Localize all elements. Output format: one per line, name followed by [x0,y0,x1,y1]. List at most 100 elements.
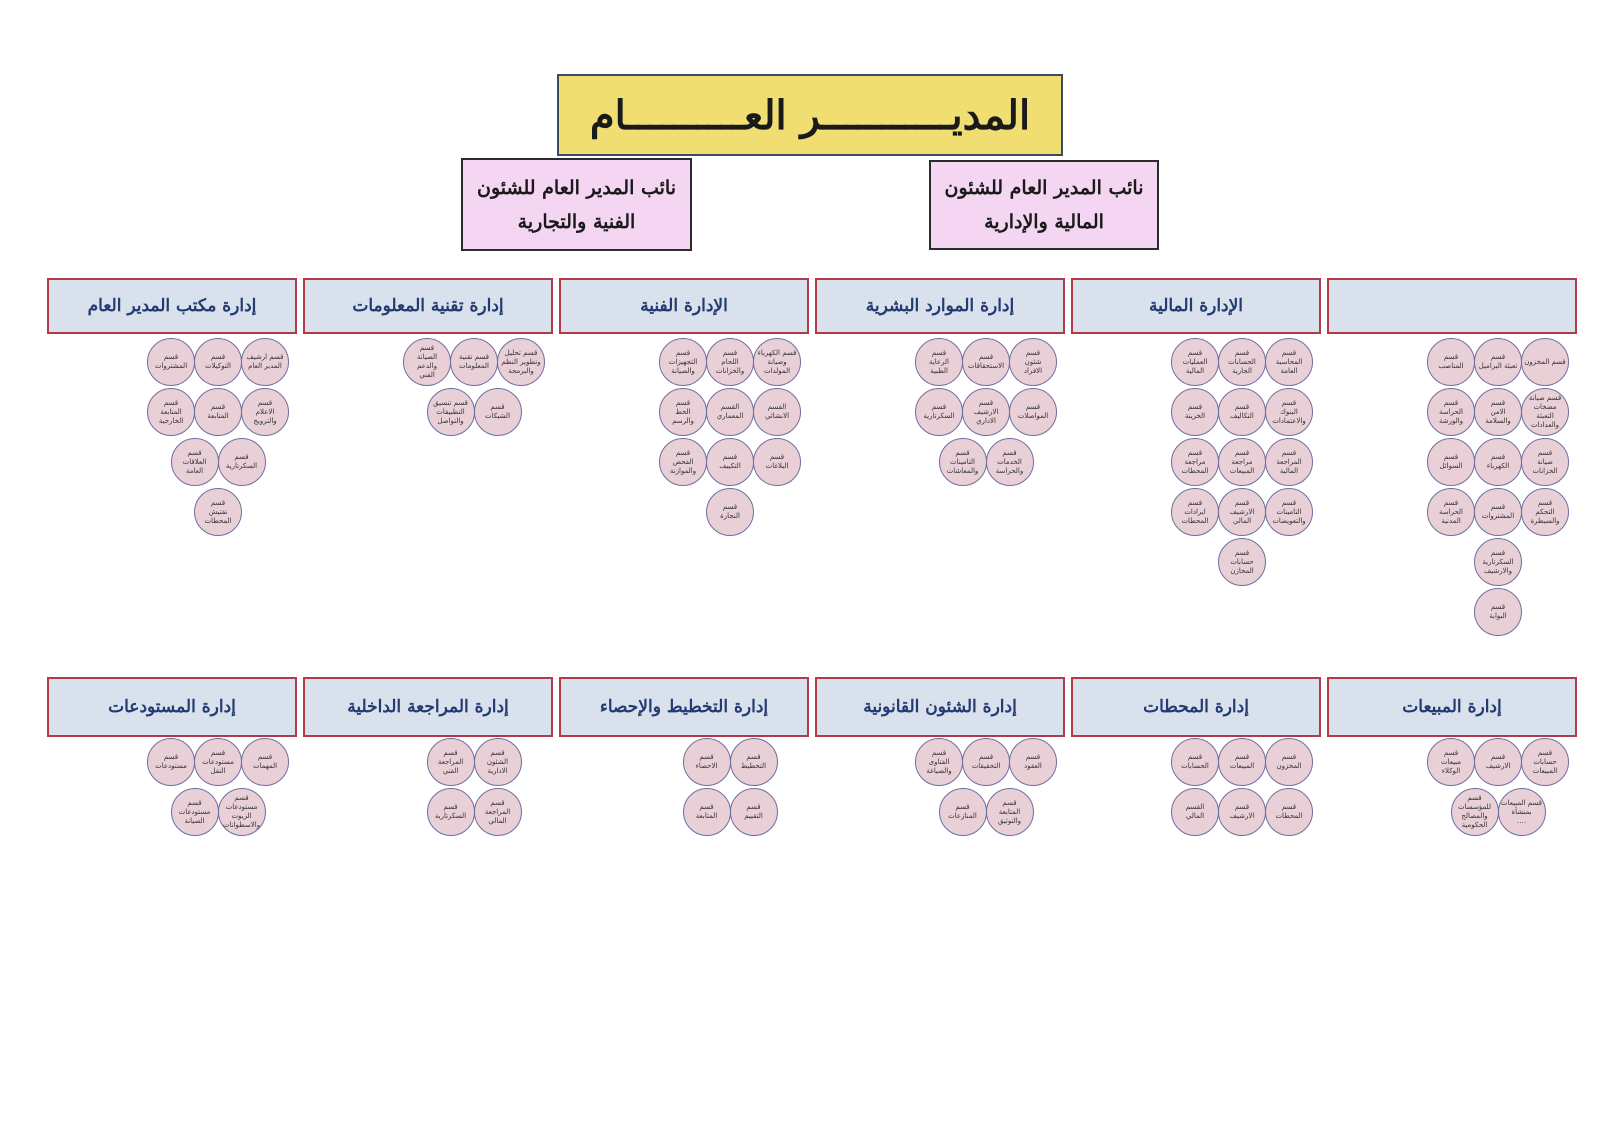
section-circle: قسم مستودعات النقل [194,738,242,786]
section-circle: قسم التقييم [729,788,778,836]
section-circle: قسم مستودعات الزيوت والاسطوانات [217,788,266,836]
section-circle: قسم المنازعات [938,788,987,836]
section-circle: قسم المبيعات [1218,738,1266,786]
section-circle: قسم الارشيف [1218,788,1266,836]
deputy-admin-finance-box: نائب المدير العام للشئون المالية والإدار… [929,160,1159,250]
section-circle: قسم المتابعة الخارجية [147,388,195,436]
section-circle: قسم المبيعات بمنشأة .... [1497,788,1546,836]
section-circle: قسم صيانة الخزانات [1521,438,1569,486]
section-circle: قسم مراجعة المبيعات [1218,438,1266,486]
section-circle: قسم المحاسبة العامة [1265,338,1313,386]
section-circle: قسم المشتروات [1474,488,1522,536]
section-circle: قسم السكرتارية والارشيف [1474,538,1522,586]
section-circle: قسم التكاليف [1218,388,1266,436]
section-circle: قسم السكرتارية [426,788,475,836]
section-circle: قسم تفتيش المحطات [194,488,242,536]
department-box: إدارة تقنية المعلومات [303,278,553,334]
section-circle: قسم المواصلات [1009,388,1057,436]
section-circle: قسم السكرتارية [915,388,963,436]
section-circle: قسم الاستحقاقات [962,338,1010,386]
section-circle: قسم الاحصاء [682,738,731,786]
section-circle: قسم المحطات [1265,788,1313,836]
section-circle: قسم الكهرباء وصيانة المولدات [753,338,801,386]
department-box: إدارة الشئون القانونية [815,677,1065,737]
department-box: إدارة التخطيط والإحصاء [559,677,809,737]
section-circle: قسم صيانة مضخات التعبئة والعدادات [1521,388,1569,436]
section-circle: قسم ايرادات المحطات [1171,488,1219,536]
section-circle: قسم مستودعات [147,738,195,786]
section-circle: قسم الحراسة المدنية [1427,488,1475,536]
section-circle: القسم الانشائي [753,388,801,436]
section-circle: قسم تقنية المعلومات [450,338,498,386]
section-circle: قسم البلاغات [753,438,801,486]
section-circle: قسم تحليل وتطوير النظم والبرمجة [497,338,545,386]
department-box: إدارة المستودعات [47,677,297,737]
section-circle: قسم المتابعة والتوثيق [985,788,1034,836]
section-circle: قسم الحسابات [1171,738,1219,786]
section-circle: قسم شئون الافراد [1009,338,1057,386]
deputy-tech-commercial-box: نائب المدير العام للشئون الفنية والتجاري… [461,158,692,251]
department-box: إدارة المراجعة الداخلية [303,677,553,737]
section-circle: قسم العلاقات العامة [170,438,219,486]
section-circle: قسم المشتروات [147,338,195,386]
section-circle: قسم الشبكات [473,388,522,436]
section-circle: القسم المعماري [706,388,754,436]
section-circle: قسم الخزينة [1171,388,1219,436]
section-circle: قسم التخطيط [729,738,778,786]
section-circle: قسم ارشيف المدير العام [241,338,289,386]
department-box: إدارة المحطات [1071,677,1321,737]
section-circle: قسم حسابات المبيعات [1521,738,1569,786]
section-circle: قسم البوابة [1474,588,1522,636]
section-circle: قسم مستودعات الصيانة [170,788,219,836]
section-circle: قسم حسابات المخازن [1218,538,1266,586]
section-circle: قسم الحسابات الجارية [1218,338,1266,386]
department-box: الإدارة الفنية [559,278,809,334]
section-circle: قسم للمؤسسات والمصالح الحكومية [1450,788,1499,836]
section-circle: قسم المتابعة [194,388,242,436]
department-box [1327,278,1577,334]
section-circle: قسم السوائل [1427,438,1475,486]
section-circle: قسم المراجعة المالية [1265,438,1313,486]
section-circle: قسم الارشيف الاداري [962,388,1010,436]
section-circle: قسم الفحص والموازنة [659,438,707,486]
section-circle: قسم المخزون [1521,338,1569,386]
section-circle: قسم النجارة [706,488,754,536]
section-circle: قسم الحراسة والورشة [1427,388,1475,436]
section-circle: قسم التكييف [706,438,754,486]
section-circle: قسم تنسيق التطبيقات والتواصل [426,388,475,436]
section-circle: قسم الامن والسلامة [1474,388,1522,436]
section-circle: قسم الفتاوى والصياغة [915,738,963,786]
section-circle: القسم المالي [1171,788,1219,836]
section-circle: قسم الارشيف المالي [1218,488,1266,536]
section-circle: قسم المراجعة المالي [473,788,522,836]
section-circle: قسم المخزون [1265,738,1313,786]
section-circle: قسم اللحام والخزانات [706,338,754,386]
department-box: إدارة المبيعات [1327,677,1577,737]
section-circle: قسم التامينات والتعويضات [1265,488,1313,536]
section-circle: قسم البنوك والاعتمادات [1265,388,1313,436]
department-box: الإدارة المالية [1071,278,1321,334]
section-circle: قسم الرعاية الطبية [915,338,963,386]
section-circle: قسم المهمات [241,738,289,786]
section-circle: قسم الاعلام والترويج [241,388,289,436]
section-circle: قسم مراجعة المحطات [1171,438,1219,486]
section-circle: قسم العمليات المالية [1171,338,1219,386]
section-circle: قسم التوكيلات [194,338,242,386]
section-circle: قسم العقود [1009,738,1057,786]
section-circle: قسم التامينات والمعاشات [938,438,987,486]
section-circle: قسم الارشيف [1474,738,1522,786]
section-circle: قسم السكرتارية [217,438,266,486]
section-circle: قسم الخدمات والحراسة [985,438,1034,486]
general-manager-box: المديـــــــــــر العــــــــــام [557,74,1063,156]
section-circle: قسم المراجعة الفني [426,738,475,786]
section-circle: قسم تعبئة البراميل [1474,338,1522,386]
department-box: إدارة الموارد البشرية [815,278,1065,334]
section-circle: قسم المتابعة [682,788,731,836]
section-circle: قسم المناصب [1427,338,1475,386]
department-box: إدارة مكتب المدير العام [47,278,297,334]
section-circle: قسم الشئون الادارية [473,738,522,786]
section-circle: قسم التحكم والسيطرة [1521,488,1569,536]
section-circle: قسم مبيعات الوكلاء [1427,738,1475,786]
section-circle: قسم الكهرباء [1474,438,1522,486]
